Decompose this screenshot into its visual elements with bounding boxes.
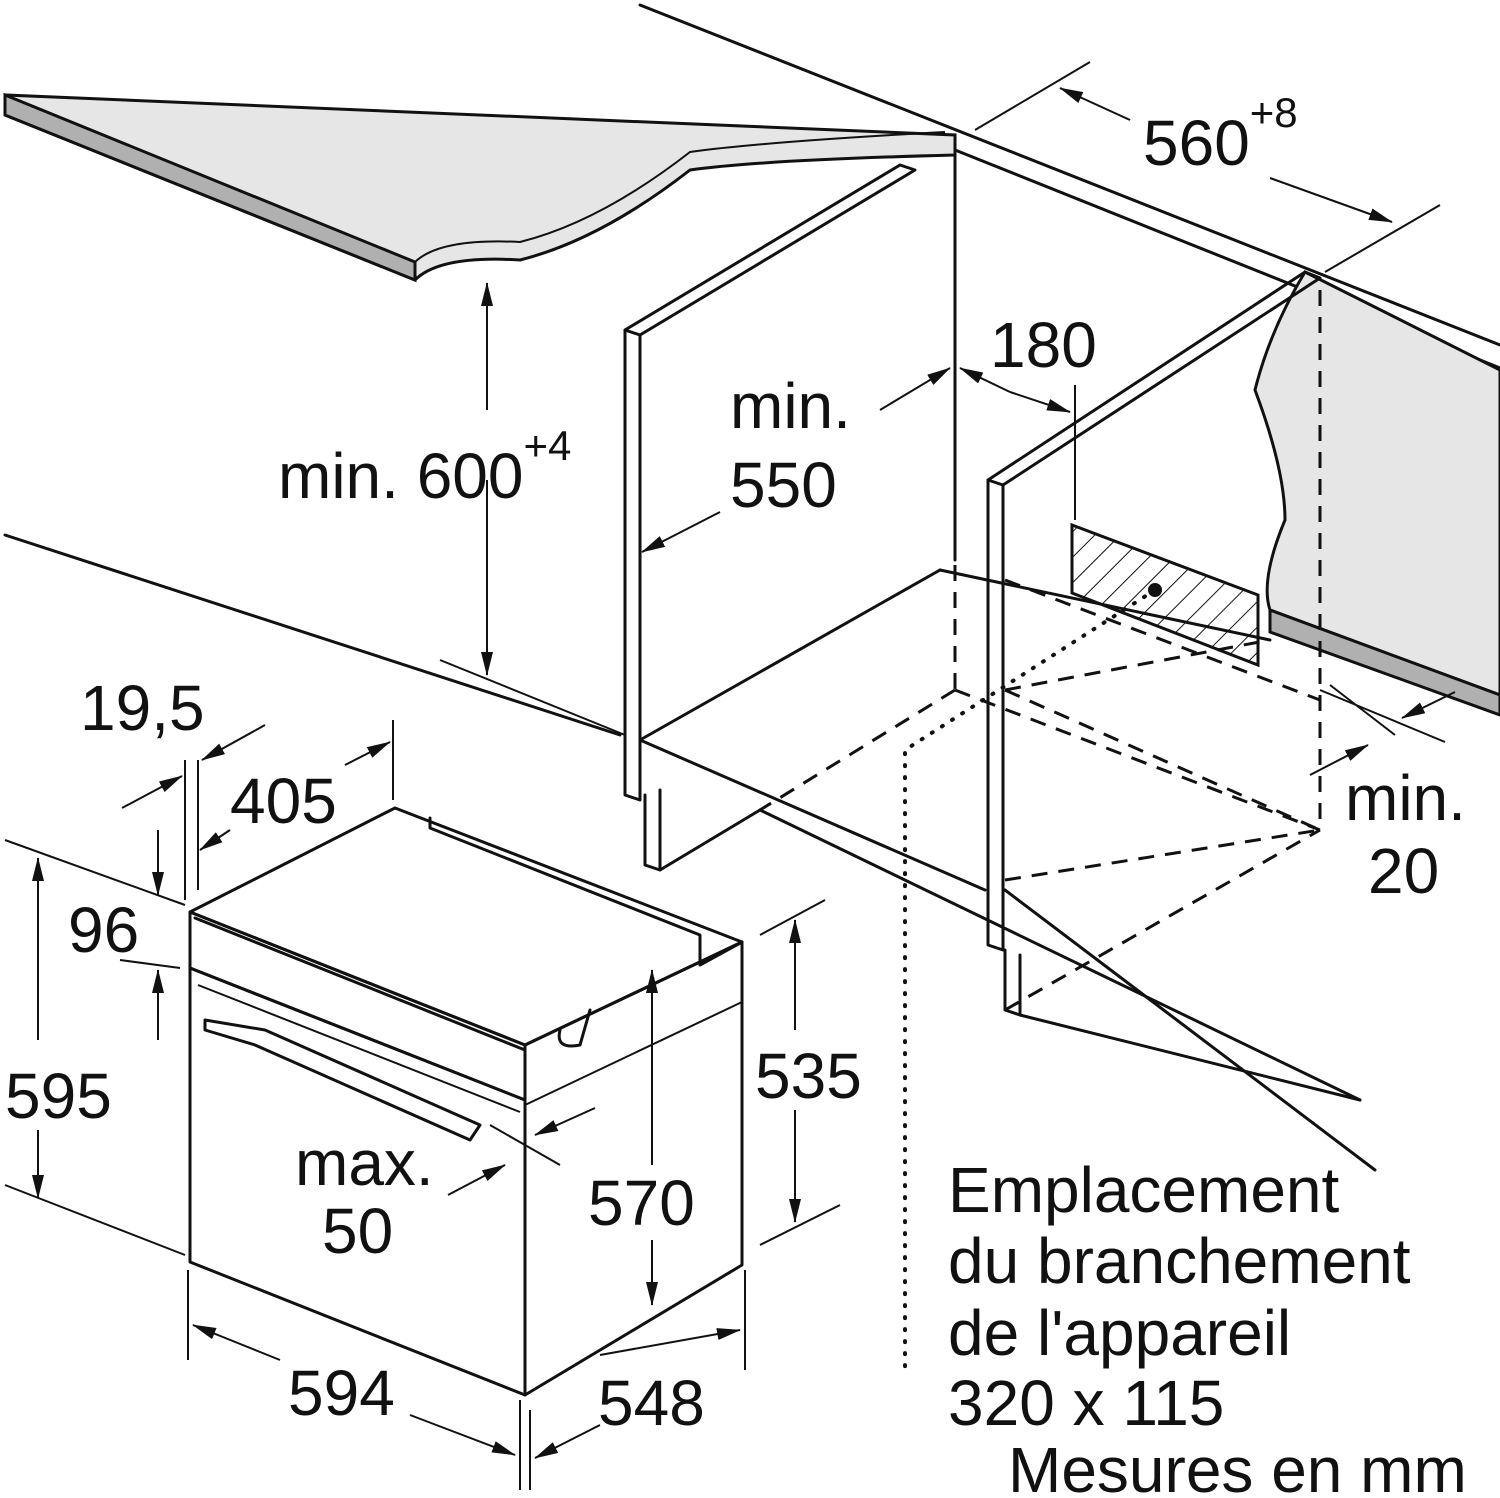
connection-box	[1070, 522, 1260, 668]
label-depth-min: min.	[730, 370, 851, 442]
dimension-lines	[4, 61, 1456, 1490]
label-oven-height: 595	[5, 1060, 112, 1132]
label-oven-depth: 548	[598, 1367, 705, 1439]
cabinet-left-panel	[623, 163, 987, 892]
connection-note-line1: Emplacement	[948, 1154, 1340, 1226]
countertop-back-edge	[638, 3, 1500, 347]
countertop-right	[1253, 270, 1500, 717]
connection-note-line3: de l'appareil	[948, 1297, 1291, 1369]
label-back-gap: 180	[990, 309, 1097, 381]
floor-line-right	[1003, 888, 1377, 1172]
connection-note-line4: 320 x 115	[948, 1367, 1224, 1439]
label-panel-offset: 19,5	[80, 672, 205, 744]
label-niche-width: 560+8	[1143, 89, 1298, 179]
label-body-height-outer: 535	[755, 1040, 862, 1112]
connection-leader	[903, 588, 1157, 1372]
label-depth-value: 550	[730, 449, 837, 521]
label-front-top: 96	[68, 894, 139, 966]
units-note: Mesures en mm	[1008, 1434, 1467, 1498]
label-oven-width: 594	[288, 1357, 395, 1429]
label-handle-max: max.	[295, 1127, 434, 1199]
label-door-depth: 405	[230, 765, 337, 837]
floor-line-left	[3, 533, 622, 737]
cabinet-right-panel	[986, 270, 1362, 1102]
label-niche-height: min. 600+4	[278, 422, 571, 512]
label-handle-value: 50	[322, 1195, 393, 1267]
label-bottom-gap-min: min.	[1345, 762, 1466, 834]
oven	[188, 806, 744, 1397]
label-body-height-inner: 570	[588, 1167, 695, 1239]
floor-line-front	[758, 808, 1362, 1102]
connection-note-line2: du branchement	[948, 1225, 1411, 1297]
label-bottom-gap-value: 20	[1368, 835, 1439, 907]
countertop-left	[3, 92, 957, 283]
